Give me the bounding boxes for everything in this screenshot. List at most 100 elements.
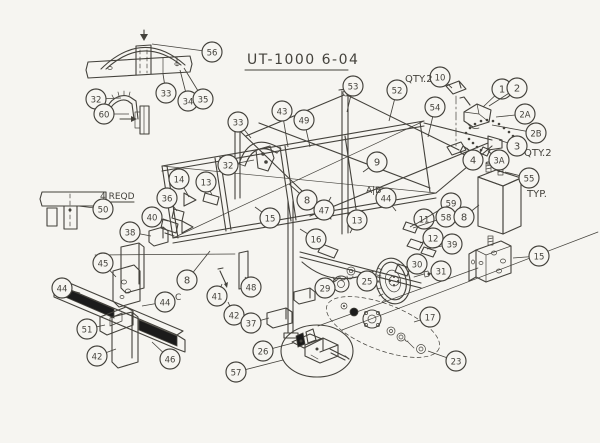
svg-text:29: 29 bbox=[320, 285, 331, 295]
callout-55: 55 bbox=[504, 167, 540, 189]
callout-54: 54 bbox=[424, 96, 446, 138]
svg-text:9: 9 bbox=[374, 158, 380, 169]
crossmember-detail bbox=[39, 191, 135, 230]
svg-text:32: 32 bbox=[91, 96, 102, 106]
hitch-coupler bbox=[459, 96, 492, 129]
callout-32: 32 bbox=[217, 154, 255, 176]
qty-note-top: QTY.2 bbox=[405, 74, 433, 85]
svg-text:31: 31 bbox=[436, 268, 447, 278]
svg-text:11: 11 bbox=[419, 216, 430, 226]
callout-25: 25 bbox=[356, 270, 379, 292]
svg-text:56: 56 bbox=[207, 49, 218, 59]
svg-text:16: 16 bbox=[311, 236, 322, 246]
callout-8: 8 bbox=[288, 183, 318, 211]
c-suffix-note: C bbox=[175, 293, 181, 303]
callout-36: 36 bbox=[156, 187, 178, 212]
svg-text:23: 23 bbox=[451, 358, 462, 368]
svg-text:44: 44 bbox=[160, 299, 171, 309]
svg-text:33: 33 bbox=[161, 90, 172, 100]
callout-43: 43 bbox=[271, 100, 293, 148]
u-bracket bbox=[468, 240, 512, 283]
svg-text:41: 41 bbox=[212, 293, 223, 303]
svg-text:38: 38 bbox=[125, 229, 136, 239]
callout-39: 39 bbox=[426, 233, 463, 255]
svg-text:4: 4 bbox=[470, 156, 476, 167]
callout-15: 15 bbox=[254, 206, 281, 229]
license-bracket-detail bbox=[107, 90, 150, 135]
callout-42: 42 bbox=[86, 345, 117, 367]
callout-2: 2 bbox=[488, 77, 528, 107]
svg-text:53: 53 bbox=[348, 83, 359, 93]
svg-text:48: 48 bbox=[246, 284, 257, 294]
callout-13: 13 bbox=[346, 209, 368, 234]
svg-text:46: 46 bbox=[165, 356, 176, 366]
callout-8: 8 bbox=[453, 204, 480, 228]
svg-text:34: 34 bbox=[183, 98, 194, 108]
callout-49: 49 bbox=[293, 109, 315, 148]
svg-text:26: 26 bbox=[258, 348, 269, 358]
svg-text:33: 33 bbox=[233, 119, 244, 129]
typ-note: TYP. bbox=[526, 189, 547, 200]
svg-text:60: 60 bbox=[99, 111, 110, 121]
callout-33: 33 bbox=[227, 111, 252, 139]
callout-45: 45 bbox=[92, 252, 117, 278]
svg-text:13: 13 bbox=[352, 217, 363, 227]
callout-10: 10 bbox=[429, 66, 453, 89]
callout-13: 13 bbox=[195, 171, 217, 196]
callout-12: 12 bbox=[419, 227, 444, 249]
callout-31: 31 bbox=[428, 260, 452, 282]
callout-60: 60 bbox=[93, 103, 129, 125]
svg-text:15: 15 bbox=[265, 215, 276, 225]
callout-4: 4 bbox=[462, 147, 484, 171]
callout-38: 38 bbox=[119, 221, 152, 243]
fender-crossbar-detail bbox=[85, 29, 193, 79]
svg-text:17: 17 bbox=[425, 314, 436, 324]
svg-text:3: 3 bbox=[514, 142, 520, 153]
svg-text:32: 32 bbox=[223, 162, 234, 172]
svg-text:30: 30 bbox=[412, 261, 423, 271]
svg-text:13: 13 bbox=[201, 179, 212, 189]
callout-15: 15 bbox=[512, 245, 550, 267]
ab-note: A|B bbox=[366, 186, 381, 196]
callout-44: 44 bbox=[141, 291, 176, 313]
callout-14: 14 bbox=[168, 168, 190, 198]
callout-52: 52 bbox=[386, 79, 408, 122]
svg-text:59: 59 bbox=[446, 200, 457, 210]
svg-text:55: 55 bbox=[524, 175, 535, 185]
svg-text:8: 8 bbox=[184, 276, 190, 287]
svg-text:44: 44 bbox=[57, 285, 68, 295]
callout-50: 50 bbox=[77, 198, 114, 220]
svg-text:12: 12 bbox=[428, 235, 439, 245]
callout-9: 9 bbox=[362, 151, 388, 173]
callout-16: 16 bbox=[299, 228, 327, 250]
callout-47: 47 bbox=[313, 196, 335, 221]
svg-text:8: 8 bbox=[461, 213, 467, 224]
bracket-plate-10 bbox=[445, 80, 467, 156]
svg-text:47: 47 bbox=[319, 207, 330, 217]
svg-text:49: 49 bbox=[299, 117, 310, 127]
callout-58: 58 bbox=[412, 206, 457, 229]
svg-text:52: 52 bbox=[392, 87, 403, 97]
callout-56: 56 bbox=[151, 41, 223, 63]
svg-text:40: 40 bbox=[147, 214, 158, 224]
coupler-latch-detail bbox=[280, 324, 354, 378]
svg-text:15: 15 bbox=[534, 253, 545, 263]
callout-53: 53 bbox=[342, 75, 364, 113]
svg-text:35: 35 bbox=[198, 96, 209, 106]
page-title: UT-1000 6-04 bbox=[247, 52, 359, 68]
callout-42: 42 bbox=[223, 301, 245, 326]
callout-44: 44 bbox=[51, 277, 81, 299]
callout-41: 41 bbox=[206, 283, 228, 307]
callout-2B: 2B bbox=[491, 122, 547, 144]
callout-30: 30 bbox=[405, 253, 428, 275]
svg-text:54: 54 bbox=[430, 104, 441, 114]
svg-text:2B: 2B bbox=[530, 130, 541, 140]
svg-text:14: 14 bbox=[174, 176, 185, 186]
callout-3A: 3A bbox=[487, 149, 510, 171]
callout-48: 48 bbox=[240, 276, 262, 298]
callout-17: 17 bbox=[413, 306, 441, 328]
svg-text:39: 39 bbox=[447, 241, 458, 251]
